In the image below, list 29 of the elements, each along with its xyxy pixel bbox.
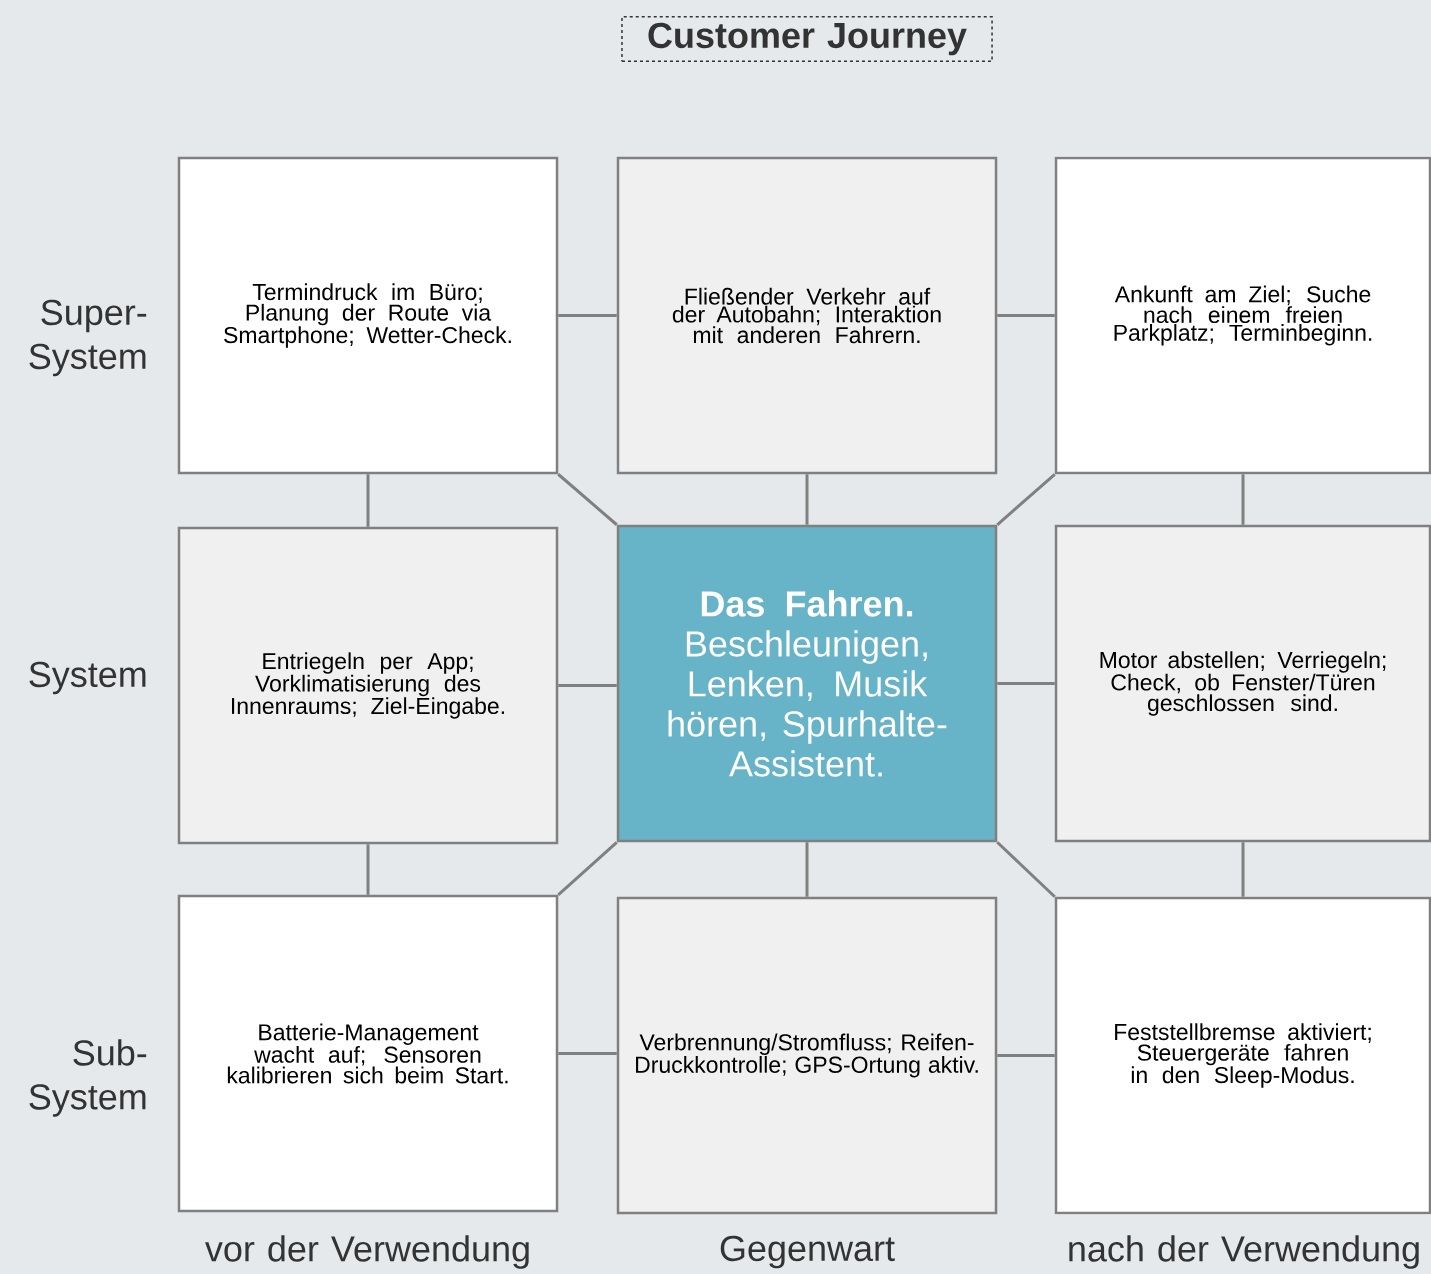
connector-line: [805, 474, 809, 525]
connector-line: [558, 684, 617, 687]
connector-line: [1241, 474, 1245, 525]
connector-line: [366, 844, 370, 895]
column-label: nach der Verwendung: [1069, 1235, 1419, 1269]
center-box: Das Fahren. Beschleunigen, Lenken, Musik hören, Spurhalte-Assistent.: [616, 524, 998, 843]
connector-line: [997, 314, 1055, 317]
connector-line: [997, 682, 1055, 685]
stage-box: Batterie-Management wacht auf; Sensoren kalibrieren sich beim Start.: [177, 894, 559, 1213]
connector-line: [996, 841, 1056, 898]
stage-box: Feststellbremse aktiviert; Steuergeräte fahren in den Sleep-Modus.: [1054, 896, 1431, 1215]
stage-box: Entriegeln per App; Vorklimatisierung des Innenraums; Ziel-Eingabe.: [177, 526, 559, 845]
stage-box: Ankunft am Ziel; Suche nach einem freien Parkplatz; Terminbeginn.: [1054, 156, 1431, 475]
stage-box: Motor abstellen; Verriegeln; Check, ob Fenster/Türen geschlossen sind.: [1054, 524, 1431, 843]
connector-line: [557, 473, 618, 526]
connector-line: [557, 841, 618, 896]
stage-box: Fließender Verkehr auf der Autobahn; Interaktion mit anderen Fahrern.: [616, 156, 998, 475]
connector-line: [996, 473, 1056, 526]
row-label: System: [29, 661, 146, 695]
title: Customer Journey: [621, 15, 993, 63]
connector-line: [366, 474, 370, 527]
connector-line: [558, 1052, 617, 1055]
connector-line: [558, 314, 617, 317]
connector-line: [805, 842, 809, 897]
stage-box: Verbrennung/Stromfluss; Reifen-Druckkontrolle; GPS-Ortung aktiv.: [616, 896, 998, 1215]
stage-box: Termindruck im Büro; Planung der Route via Smartphone; Wetter-Check.: [177, 156, 559, 475]
column-label: vor der Verwendung: [205, 1235, 529, 1269]
connector-line: [1241, 842, 1245, 897]
connector-line: [997, 1054, 1055, 1057]
